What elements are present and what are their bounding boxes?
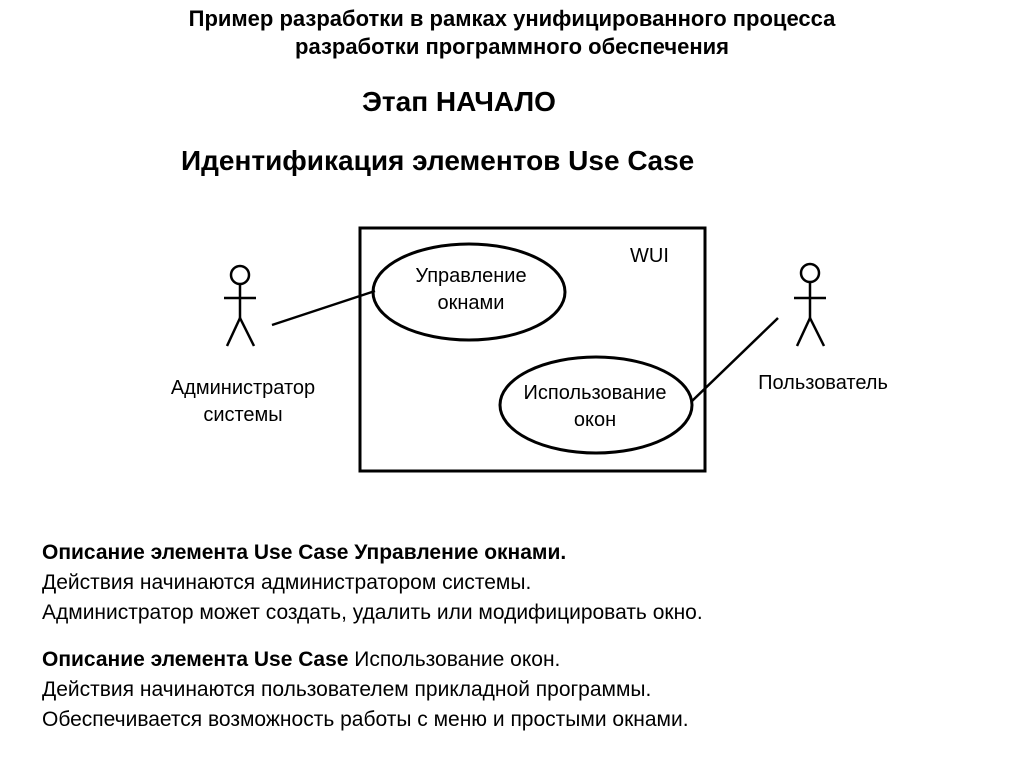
association-admin (271, 289, 376, 327)
system-boundary-label: WUI (630, 245, 669, 267)
use-case-description-1: Описание элемента Use Case Управление ок… (42, 538, 1002, 628)
description-2-heading: Описание элемента Use Case (42, 648, 349, 671)
actor-admin-line-1: Администратор (170, 377, 316, 399)
use-case-1-line-1: Управление (415, 265, 527, 287)
use-case-window-management-label: Управление окнами (386, 263, 556, 317)
use-case-2-line-1: Использование (523, 382, 667, 404)
use-case-window-usage (498, 355, 694, 455)
page-title-line-2: разработки программного обеспечения (295, 34, 729, 59)
actor-admin-label: Администратор системы (148, 375, 338, 429)
use-case-1-line-2: окнами (437, 292, 505, 314)
description-2-heading-rest: Использование окон. (348, 648, 561, 671)
description-2-line-2: Обеспечивается возможность работы с меню… (42, 708, 689, 731)
use-case-description-2: Описание элемента Use Case Использование… (42, 645, 1002, 735)
page-title-line-1: Пример разработки в рамках унифицированн… (188, 6, 836, 31)
description-1-heading: Описание элемента Use Case Управление ок… (42, 541, 567, 564)
actor-admin-line-2: системы (203, 404, 283, 426)
actor-user-line-1: Пользователь (758, 372, 888, 394)
section-subtitle: Идентификация элементов Use Case (181, 145, 695, 176)
actor-user-figure (794, 262, 826, 347)
use-case-2-line-2: окон (573, 409, 617, 431)
system-boundary (358, 226, 707, 473)
actor-admin-figure (224, 264, 256, 347)
description-1-line-1: Действия начинаются администратором сист… (42, 571, 532, 594)
association-user (690, 317, 779, 403)
description-2-line-1: Действия начинаются пользователем прикла… (42, 678, 652, 701)
actor-user-label: Пользователь (738, 370, 908, 397)
description-1-line-2: Администратор может создать, удалить или… (42, 601, 703, 624)
stage-heading: Этап НАЧАЛО (362, 86, 556, 117)
use-case-window-usage-label: Использование окон (505, 380, 685, 434)
